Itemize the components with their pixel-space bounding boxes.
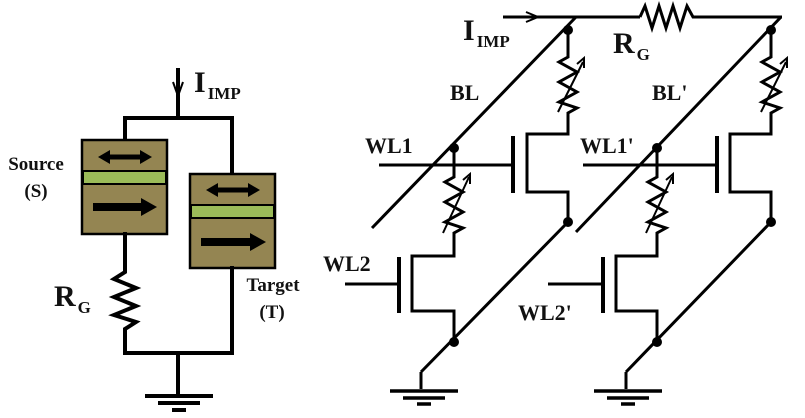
target-mtj [188,172,277,270]
right-arrow-icon [93,198,157,216]
variable-resistor-icon [730,30,788,136]
access-transistor [715,132,773,222]
variable-resistor-icon [527,30,585,136]
target-label: Target [246,275,300,296]
source-mtj-body [80,138,169,236]
left-bottom-wire [123,266,234,355]
wl2-label: WL2 [323,251,371,276]
bl-prime-label: BL' [652,80,687,105]
variable-resistor-icon [616,148,674,258]
source-mtj-barrier [82,170,167,185]
source-line [419,220,570,374]
ground-icon [390,389,458,406]
source-mtj [80,138,169,236]
top-rg-resistor-icon [638,1,782,33]
double-arrow-icon [98,150,152,164]
double-arrow-icon [206,183,260,197]
ground-icon [145,351,213,412]
wl1-label: WL1 [365,133,413,158]
access-transistor [511,132,570,222]
access-transistor [397,254,456,342]
wl2-prime-label: WL2' [518,300,572,325]
wl1-prime-label: WL1' [580,133,634,158]
current-arrow-icon [172,68,184,119]
source-abbr-label: (S) [24,181,47,202]
source-label: Source [8,154,64,175]
rg-resistor-icon [108,232,142,355]
bl-label: BL [450,80,479,105]
ground-icon [594,389,662,406]
access-transistor [601,254,659,342]
target-mtj-barrier [190,204,275,219]
right-arrow-icon [201,233,266,251]
bitline-bl [370,15,578,230]
source-line-prime [624,220,773,374]
target-abbr-label: (T) [259,302,284,323]
left-top-wire [123,116,234,176]
variable-resistor-icon [413,148,471,258]
current-arrow-icon [525,11,541,23]
bitline-bl-prime [574,15,783,234]
